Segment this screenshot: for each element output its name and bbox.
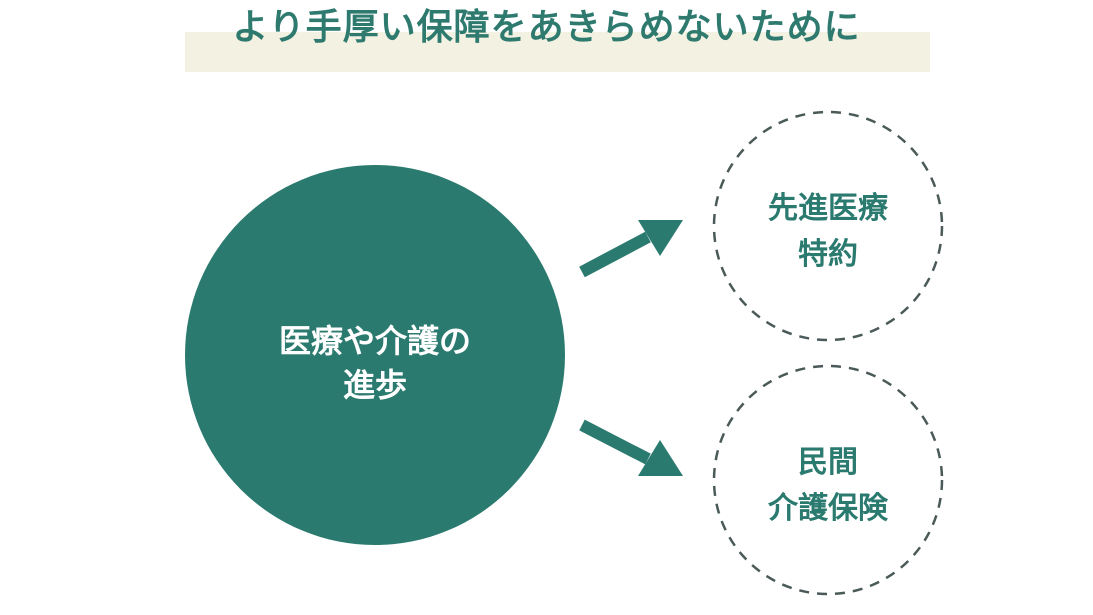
- arrow-up-right-head: [638, 220, 683, 256]
- center-node-label-line1: 医療や介護の: [279, 322, 471, 360]
- arrow-down-right-icon: [579, 419, 651, 465]
- title-highlight-band: [185, 32, 930, 72]
- arrow-up-right-icon: [579, 231, 651, 278]
- page-title: より手厚い保障をあきらめないために: [232, 7, 861, 48]
- dashed-circle-bottom: [712, 364, 944, 596]
- outcome-label-bottom-line2: 介護保険: [767, 491, 889, 526]
- center-node: 医療や介護の 進歩: [185, 165, 565, 545]
- center-node-circle: [185, 165, 565, 545]
- outcome-label-top-line2: 特約: [798, 237, 858, 272]
- arrow-down-right-head: [638, 440, 683, 476]
- arrow-to-advanced-medical: [579, 220, 683, 278]
- outcome-label-bottom-line1: 民間: [798, 445, 858, 480]
- outcome-node-advanced-medical: 先進医療 特約: [712, 110, 944, 342]
- center-node-label-line2: 進歩: [343, 366, 407, 404]
- outcome-node-private-care: 民間 介護保険: [712, 364, 944, 596]
- dashed-circle-top: [712, 110, 944, 342]
- arrow-to-private-care: [579, 419, 683, 476]
- outcome-label-top-line1: 先進医療: [768, 191, 888, 226]
